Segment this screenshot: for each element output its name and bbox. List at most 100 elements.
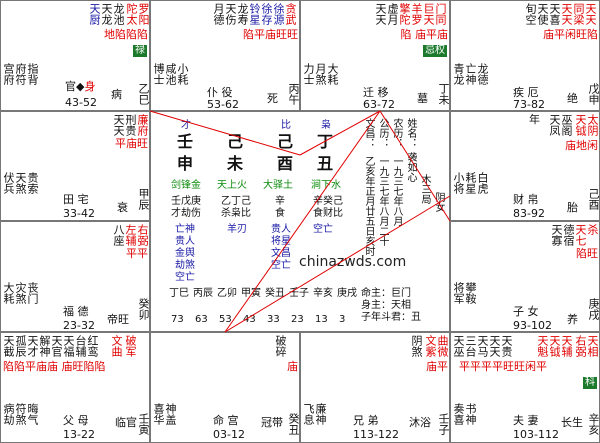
star-col: 门同: [434, 3, 447, 25]
branch: 癸丑: [287, 413, 300, 435]
god-label: 才: [181, 120, 191, 131]
star-col: 大耗: [2, 282, 15, 304]
hidden-stems: 乙丁己: [221, 196, 251, 207]
star-col: 天魁: [536, 335, 549, 357]
hour-branch: 丑: [317, 154, 334, 173]
child-lord: 子年斗君：丑: [361, 312, 421, 323]
stage: 长生: [561, 416, 583, 429]
star-col: 徐源: [272, 3, 285, 25]
star-col: 大耗: [326, 63, 339, 85]
dayun-gz: 壬子: [289, 288, 309, 299]
star-col: 指背: [26, 63, 39, 85]
palace-chou: 破碎 庙 喜华 神盖 命 宫 03-12 冠带 癸丑: [150, 332, 300, 443]
sihua-tag: 禄: [133, 45, 147, 57]
star-col: 杀: [586, 224, 599, 235]
info: 公历：: [377, 118, 388, 148]
branch: 乙巳: [137, 83, 150, 105]
star-col: 小耗: [176, 63, 189, 85]
star-col: 白虎: [476, 172, 489, 194]
star-col: 贪武: [284, 3, 297, 25]
hidden-gods: 杀枭比: [221, 208, 251, 219]
nayin: 大驿土: [263, 180, 293, 191]
dayun-age: 53: [219, 314, 232, 325]
star-col: 太阴: [586, 114, 599, 136]
palace-wei: 天天 虚月 擎陀 羊罗 巨天 门同 陷 庙平庙 忌权 力士 月煞 大耗 迁 移 …: [300, 0, 450, 111]
star-col: 徐存: [260, 3, 273, 25]
star-col: 巫阁: [560, 114, 573, 136]
palace-you: 年 天凤 巫阁 天钺 太阴 庙地闲 小将 耗星 白虎 财 帛 83-92 胎 己…: [450, 111, 600, 221]
star-col: 飞息: [302, 403, 315, 425]
hidden-stems: 辛: [275, 196, 285, 207]
brightness: 陷平庙旺旺: [243, 28, 298, 41]
star-col: 宫府: [2, 63, 15, 85]
body-master: 身主：天相: [361, 300, 411, 311]
stage: 冠带: [261, 416, 283, 429]
star-col: 博士: [152, 63, 165, 85]
star-col: 天天: [560, 3, 573, 25]
dayun-age: 33: [267, 314, 280, 325]
stage: 病: [111, 88, 122, 101]
star-col: 廉神: [314, 403, 327, 425]
hidden-gods: 食: [275, 208, 285, 219]
palace-name: 仆 役: [207, 86, 233, 99]
palace-zi: 阴煞 文紫 曲微 庙平 飞息 廉神 兄 弟 113-122 沐浴 壬子: [300, 332, 450, 443]
palace-yin: 天截 孤辰 天才 解神 天官 天福 台辅 红鸾 文曲 破军 陷陷平庙庙 庙旺陷陷…: [0, 332, 150, 443]
dayun-age: 3: [339, 314, 346, 325]
dayun-gz: 癸丑: [265, 288, 285, 299]
star-col: 天钺: [548, 335, 561, 357]
palace-name: 父 母: [63, 414, 89, 427]
info: 农历：: [391, 118, 402, 148]
info: 木三局: [419, 174, 430, 204]
star-col: 月煞: [314, 63, 327, 85]
branch: 辛亥: [587, 413, 600, 435]
star-col: 亡神: [464, 63, 477, 85]
brightness: 庙地闲: [565, 139, 598, 152]
palace-range: 03-12: [213, 428, 245, 441]
star-col: 天龙: [100, 3, 113, 25]
stage: 墓: [417, 92, 428, 105]
palace-name: 迁 移: [363, 86, 389, 99]
palace-name: 命 宫: [213, 414, 239, 427]
star-col: 喜华: [152, 403, 165, 425]
stage: 胎: [567, 201, 578, 214]
star-col: 贵索: [26, 172, 39, 194]
star-col: 攀鞍: [464, 282, 477, 304]
palace-chen: 天天 刑贵 廉府 平庙旺 伏兵 天煞 贵索 田 宅 33-42 衰 甲辰: [0, 111, 150, 221]
site-watermark: chinazwds.com: [299, 254, 407, 270]
star-col: 龙池: [112, 3, 125, 25]
star-col: 天七: [574, 224, 587, 246]
star-col: 旬空: [524, 3, 537, 25]
star-col: 擎陀: [398, 3, 411, 25]
star-col: 神盖: [164, 403, 177, 425]
star-col: 天贵: [500, 335, 513, 357]
star-col: 天喜: [548, 3, 561, 25]
star-col: 羊罗: [410, 3, 423, 25]
branch: 甲辰: [137, 188, 150, 210]
brightness: 地陷陷陷: [104, 28, 148, 41]
star-col: 力士: [302, 63, 315, 85]
star-col: 解神: [38, 335, 51, 357]
shensha: 亡神贵人金舆劫煞空亡: [175, 224, 195, 283]
dayun-age: 43: [243, 314, 256, 325]
palace-range: 53-62: [207, 98, 239, 111]
palace-name: 财 帛: [513, 193, 539, 206]
palace-range: 73-82: [513, 98, 545, 111]
star-col: 天天: [374, 3, 387, 25]
star-col: 阴煞: [410, 335, 423, 357]
star-col: 文紫: [424, 335, 437, 357]
star-col: 丧门: [26, 282, 39, 304]
branch: 壬子: [437, 413, 450, 435]
branch: 癸卯: [137, 298, 150, 320]
star-row: 年: [529, 113, 540, 126]
brightness: 平平: [126, 247, 148, 260]
dayun-age: 63: [195, 314, 208, 325]
star-col: 奏喜: [452, 403, 465, 425]
dayun-age: 73: [171, 314, 184, 325]
palace-range: 113-122: [353, 428, 399, 441]
star-col: 青龙: [452, 63, 465, 85]
star-col: 右弼: [574, 335, 587, 357]
star-col: 天钺: [574, 114, 587, 136]
palace-range: 63-72: [363, 98, 395, 111]
palace-name: 夫 妻: [513, 414, 539, 427]
